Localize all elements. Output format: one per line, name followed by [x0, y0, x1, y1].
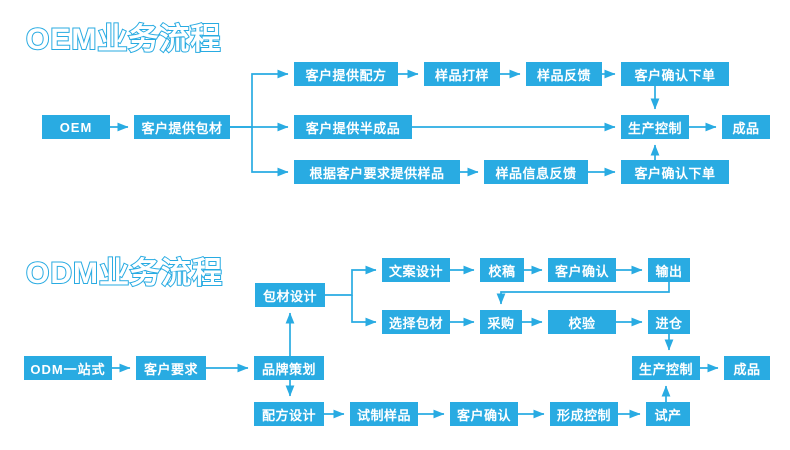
odm-output[interactable]: 输出 [648, 258, 690, 282]
oem-formula[interactable]: 客户提供配方 [294, 62, 398, 86]
odm-start[interactable]: ODM一站式 [24, 356, 112, 380]
section-title-odm: ODM业务流程 [25, 256, 223, 291]
odm-warehouse[interactable]: 进仓 [648, 310, 690, 334]
oem-sample-feedback[interactable]: 样品反馈 [526, 62, 602, 86]
conn-oem-packaging-split-up [230, 69, 289, 128]
conn-odm-pkgdesign-split-up [325, 265, 377, 296]
oem-confirm-order-2[interactable]: 客户确认下单 [621, 160, 729, 184]
odm-customer-confirm-1[interactable]: 客户确认 [548, 258, 616, 282]
oem-sample-info[interactable]: 样品信息反馈 [484, 160, 588, 184]
odm-production[interactable]: 生产控制 [632, 356, 700, 380]
conn-oem-packaging-split-down [251, 127, 289, 177]
odm-packaging-design[interactable]: 包材设计 [255, 283, 325, 307]
odm-trial-production[interactable]: 试产 [646, 402, 690, 426]
odm-customer-confirm-2[interactable]: 客户确认 [450, 402, 518, 426]
odm-formula-design[interactable]: 配方设计 [254, 402, 324, 426]
odm-customer-request[interactable]: 客户要求 [136, 356, 206, 380]
odm-brand-planning[interactable]: 品牌策划 [254, 356, 324, 380]
oem-finished[interactable]: 成品 [722, 115, 770, 139]
oem-production[interactable]: 生产控制 [621, 115, 689, 139]
conn-odm-pkgdesign-split-down [351, 295, 377, 327]
oem-confirm-order-1[interactable]: 客户确认下单 [621, 62, 729, 86]
odm-copy-design[interactable]: 文案设计 [382, 258, 450, 282]
odm-form-control[interactable]: 形成控制 [550, 402, 618, 426]
conn-odm-output-to-purchase [496, 282, 670, 305]
odm-proofread[interactable]: 校稿 [480, 258, 524, 282]
odm-trial-sample[interactable]: 试制样品 [350, 402, 418, 426]
oem-sample-by-request[interactable]: 根据客户要求提供样品 [294, 160, 460, 184]
odm-verify[interactable]: 校验 [548, 310, 616, 334]
oem-start[interactable]: OEM [42, 115, 110, 139]
oem-sample-make[interactable]: 样品打样 [424, 62, 500, 86]
odm-purchase[interactable]: 采购 [480, 310, 522, 334]
odm-select-packaging[interactable]: 选择包材 [382, 310, 450, 334]
oem-packaging[interactable]: 客户提供包材 [134, 115, 230, 139]
oem-semifinished[interactable]: 客户提供半成品 [294, 115, 412, 139]
odm-finished[interactable]: 成品 [724, 356, 770, 380]
section-title-oem: OEM业务流程 [25, 22, 222, 57]
